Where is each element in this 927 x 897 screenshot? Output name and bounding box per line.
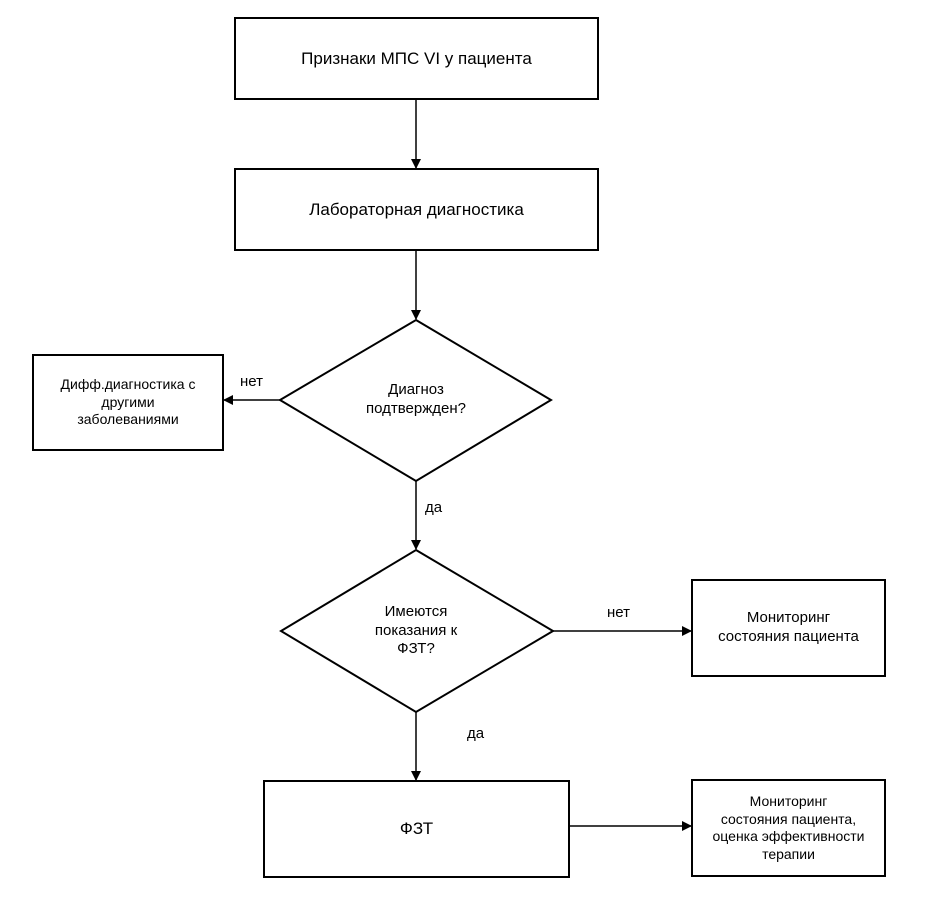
fzt-indications-label: Имеются показания к ФЗТ? <box>374 602 458 658</box>
monitoring-efficacy-box <box>691 779 886 877</box>
monitoring-efficacy-label: Мониторинг состояния пациента, оценка эф… <box>712 793 865 862</box>
lab-diagnostics-box <box>234 168 599 251</box>
differential-diagnostics-label: Дифф.диагностика с другими заболеваниями <box>60 376 196 428</box>
monitoring-box <box>691 579 886 677</box>
symptoms-box <box>234 17 599 100</box>
edge-label-no-1: нет <box>240 373 263 390</box>
edge-label-yes-2: да <box>467 725 485 742</box>
fzt-label: ФЗТ <box>399 819 434 839</box>
lab-diagnostics-label: Лабораторная диагностика <box>309 199 524 219</box>
edge-label-no-2: нет <box>607 604 630 621</box>
fzt-box <box>263 780 570 878</box>
monitoring-label: Мониторинг состояния пациента <box>718 609 859 645</box>
symptoms-label: Признаки МПС VI у пациента <box>301 48 532 68</box>
differential-diagnostics-box <box>32 354 224 451</box>
diagnosis-confirmed-label: Диагноз подтвержден? <box>366 381 466 417</box>
edge-label-yes-1: да <box>425 499 443 516</box>
